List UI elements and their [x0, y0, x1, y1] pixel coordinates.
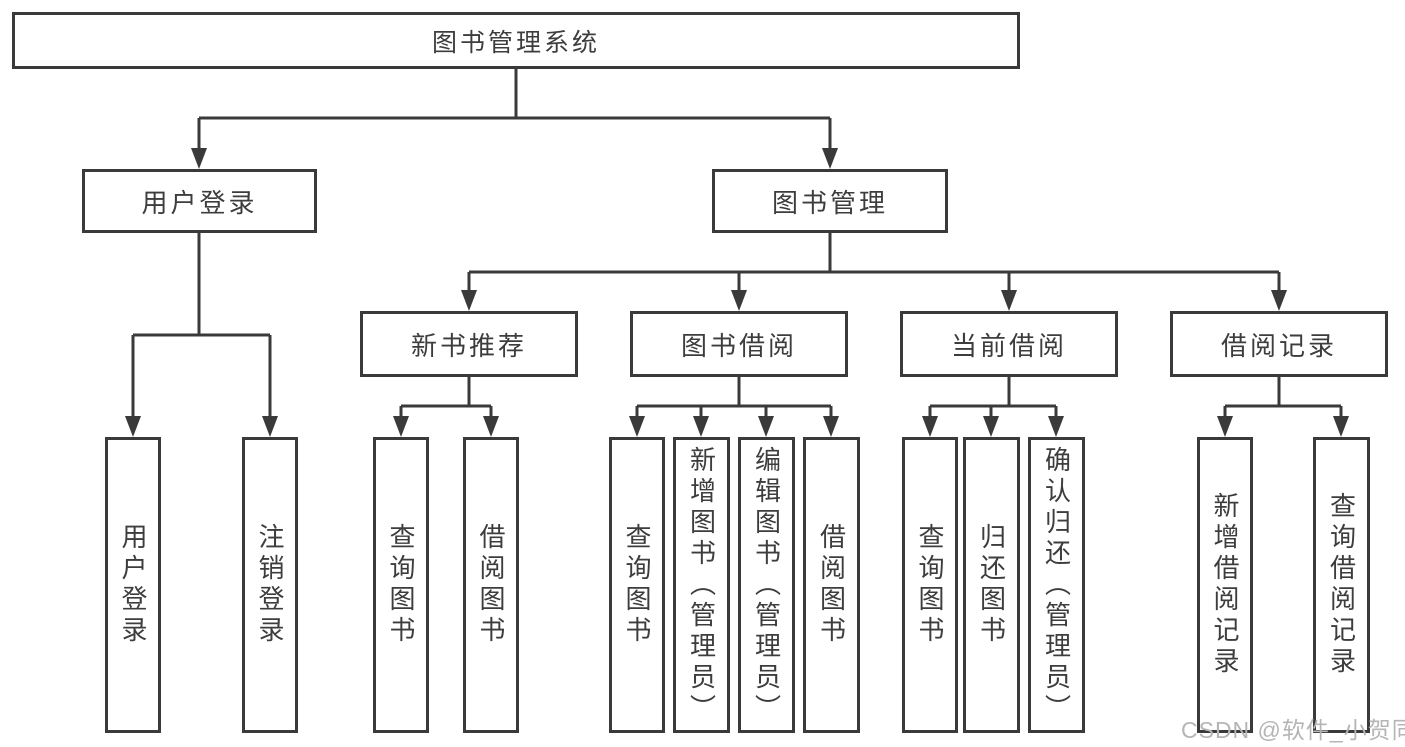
node-current-borrowing: 当前借阅 — [900, 311, 1118, 377]
node-label: 新增图书（管理员） — [686, 445, 717, 725]
leaf-add-books-admin: 新增图书（管理员） — [673, 437, 730, 733]
node-library-management-system: 图书管理系统 — [12, 12, 1020, 69]
leaf-borrow-books: 借阅图书 — [803, 437, 860, 733]
node-label: 查询图书 — [386, 523, 416, 647]
node-label: 查询借阅记录 — [1326, 492, 1357, 678]
node-label: 新增借阅记录 — [1210, 492, 1240, 678]
node-new-book-recommendation: 新书推荐 — [360, 311, 578, 377]
node-label: 用户登录 — [118, 523, 148, 647]
leaf-query-books-borrowing: 查询图书 — [609, 437, 665, 733]
node-label: 图书管理 — [771, 187, 888, 218]
node-user-login: 用户登录 — [82, 169, 317, 233]
node-label: 确认归还（管理员） — [1041, 445, 1072, 725]
node-label: 当前借阅 — [950, 330, 1067, 361]
node-label: 借阅记录 — [1220, 330, 1337, 361]
node-label: 图书借阅 — [680, 330, 797, 361]
node-label: 用户登录 — [141, 187, 258, 218]
node-borrowing-records: 借阅记录 — [1170, 311, 1388, 377]
leaf-add-borrow-record: 新增借阅记录 — [1197, 437, 1253, 733]
node-label: 归还图书 — [976, 523, 1007, 647]
node-label: 借阅图书 — [816, 523, 847, 647]
leaf-borrow-books-recommend: 借阅图书 — [463, 437, 519, 733]
leaf-query-books-recommend: 查询图书 — [373, 437, 429, 733]
leaf-user-login: 用户登录 — [105, 437, 161, 733]
node-label: 查询图书 — [915, 523, 945, 647]
node-label: 编辑图书（管理员） — [751, 445, 782, 725]
leaf-confirm-return-admin: 确认归还（管理员） — [1028, 437, 1085, 733]
node-book-borrowing: 图书借阅 — [630, 311, 848, 377]
node-book-management: 图书管理 — [712, 169, 948, 233]
node-label: 查询图书 — [622, 523, 652, 647]
node-label: 借阅图书 — [476, 523, 506, 647]
leaf-query-borrow-record: 查询借阅记录 — [1313, 437, 1370, 733]
leaf-query-books-current: 查询图书 — [902, 437, 958, 733]
node-label: 新书推荐 — [410, 330, 527, 361]
csdn-watermark: CSDN @软件_小贺同学 — [1181, 717, 1405, 743]
leaf-logout: 注销登录 — [242, 437, 298, 733]
leaf-return-books: 归还图书 — [963, 437, 1020, 733]
node-label: 图书管理系统 — [431, 28, 600, 57]
leaf-edit-books-admin: 编辑图书（管理员） — [738, 437, 795, 733]
node-label: 注销登录 — [255, 523, 285, 647]
arrowheads — [125, 148, 1349, 437]
